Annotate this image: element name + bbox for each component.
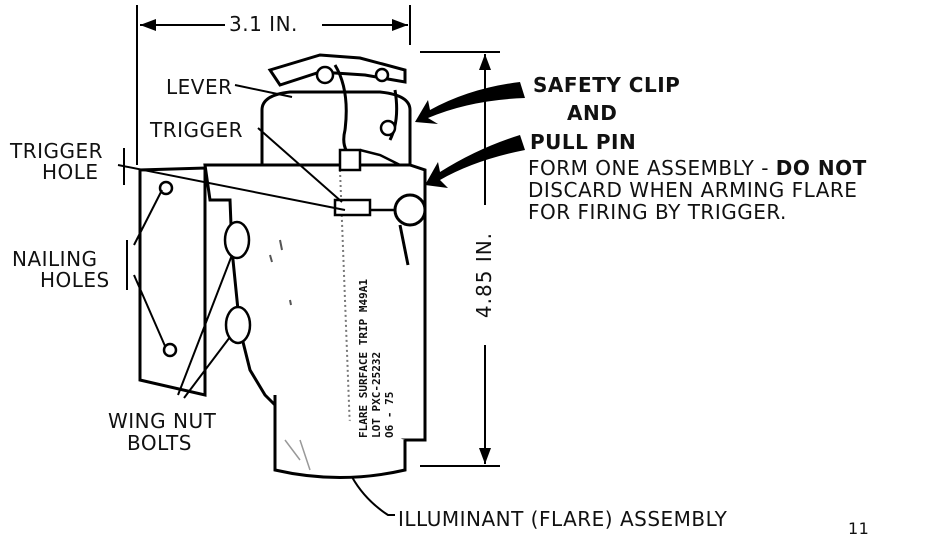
flare-body <box>203 163 427 442</box>
note-line-1-text: FORM ONE ASSEMBLY - <box>528 156 776 180</box>
nailing-hole-top <box>158 180 174 196</box>
body-stamp-line2: LOT PXC-25232 <box>370 351 383 438</box>
illuminant-label: ILLUMINANT (FLARE) ASSEMBLY <box>398 507 728 531</box>
fuze-cylinder <box>260 90 412 167</box>
nailing-hole-bottom <box>162 342 178 358</box>
nailing-leader-bottom <box>133 274 166 347</box>
trigger-hole-leader <box>117 164 346 211</box>
width-dimension-label: 3.1 IN. <box>229 12 298 36</box>
illuminant-leader <box>351 476 395 516</box>
pull-pin-ring <box>393 193 427 227</box>
body-stamp: FLARE SURFACE TRIP M49A1 LOT PXC-25232 O… <box>357 279 396 438</box>
trigger-hole-label-line1: TRIGGER <box>10 139 104 163</box>
safety-clip-arrow <box>415 82 525 124</box>
wing-nut-leader-top <box>177 254 233 396</box>
pull-pin-label: PULL PIN <box>530 130 637 154</box>
wing-nut-bolt-bottom <box>224 305 252 345</box>
pull-pin <box>398 224 410 266</box>
note-line-3: FOR FIRING BY TRIGGER. <box>528 200 787 224</box>
note-line-1: FORM ONE ASSEMBLY - DO NOT <box>528 156 867 180</box>
note-do-not: DO NOT <box>775 156 867 180</box>
safety-clip-label: SAFETY CLIP <box>533 73 681 97</box>
nailing-holes-label-line2: HOLES <box>40 268 110 292</box>
note-line-2: DISCARD WHEN ARMING FLARE <box>528 178 858 202</box>
height-dimension <box>420 51 500 467</box>
nailing-leader-top <box>133 189 163 246</box>
illuminant-assembly <box>273 395 407 479</box>
wing-nut-bolt-top <box>223 220 251 260</box>
body-stamp-line3: O6 - 75 <box>383 391 396 438</box>
wing-nut-leader-bottom <box>183 336 231 399</box>
nailing-holes-label-line1: NAILING <box>12 247 98 271</box>
trigger-leader <box>257 127 343 203</box>
lever-leader <box>234 84 293 98</box>
page-mark: 11 <box>848 519 870 538</box>
mounting-bracket <box>138 166 207 397</box>
height-dimension-label: 4.85 IN. <box>472 231 496 319</box>
width-dimension <box>136 5 411 165</box>
wing-nut-bolts-label-line2: BOLTS <box>127 431 192 455</box>
pull-pin-arrow <box>425 135 525 188</box>
trigger-label: TRIGGER <box>150 118 244 142</box>
wing-nut-bolts-label-line1: WING NUT <box>108 409 217 433</box>
and-label: AND <box>567 101 618 125</box>
trigger-hole-label-line2: HOLE <box>42 160 99 184</box>
lever-label: LEVER <box>166 75 233 99</box>
body-stamp-line1: FLARE SURFACE TRIP M49A1 <box>357 279 370 438</box>
